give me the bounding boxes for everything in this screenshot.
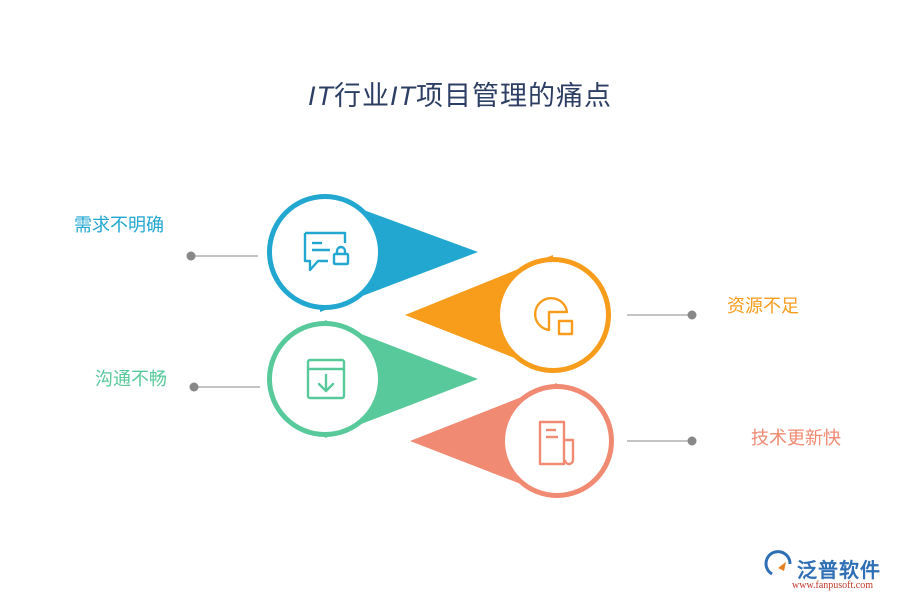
document-icon	[538, 420, 575, 466]
pain-point-resources	[405, 255, 697, 373]
label-requirements: 需求不明确	[74, 215, 164, 236]
brand-url: www.fanpusoft.com	[792, 580, 874, 591]
connector-dot	[189, 382, 199, 392]
download-box-icon	[306, 358, 346, 400]
chat-lock-icon	[303, 231, 350, 272]
pie-chart-icon	[533, 296, 574, 336]
connector-dot	[687, 310, 697, 320]
connector-dot	[687, 436, 697, 446]
label-tech-updates: 技术更新快	[751, 428, 841, 449]
brand-logo-icon	[764, 550, 792, 576]
label-resources: 资源不足	[727, 296, 799, 317]
brand-name: 泛普软件	[797, 558, 881, 582]
label-communication: 沟通不畅	[95, 369, 167, 390]
pain-point-communication	[189, 320, 478, 438]
pain-point-requirements	[186, 194, 478, 312]
pain-point-tech-updates	[410, 383, 697, 498]
connector-dot	[186, 251, 196, 261]
page-title: IT行业IT项目管理的痛点	[308, 81, 612, 112]
